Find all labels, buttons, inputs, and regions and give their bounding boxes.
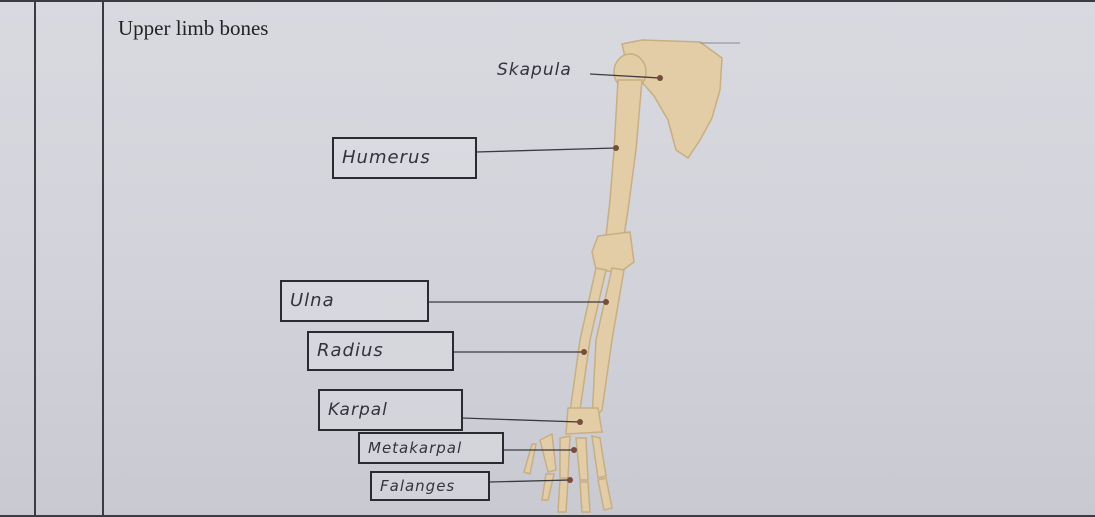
humerus-leader <box>476 148 616 152</box>
ulna-label: Ulna <box>280 280 429 322</box>
metakarpal-label: Metakarpal <box>358 432 504 464</box>
humerus-bone <box>606 80 642 236</box>
radius-label: Radius <box>307 331 454 371</box>
ulna-point <box>603 299 609 305</box>
karpal-leader <box>462 418 580 422</box>
falanges-leader <box>490 480 570 482</box>
skapula-label: Skapula <box>497 60 572 80</box>
falanges-label: Falanges <box>370 471 490 501</box>
karpal-point <box>577 419 583 425</box>
metakarpal-point <box>571 447 577 453</box>
falanges-point <box>567 477 573 483</box>
metacarpal-bones <box>540 434 606 480</box>
carpal-bones <box>566 408 602 434</box>
radius-point <box>581 349 587 355</box>
karpal-label: Karpal <box>318 389 463 431</box>
humerus-label: Humerus <box>332 137 477 179</box>
elbow-joint <box>592 232 634 272</box>
skapula-point <box>657 75 663 81</box>
humerus-point <box>613 145 619 151</box>
